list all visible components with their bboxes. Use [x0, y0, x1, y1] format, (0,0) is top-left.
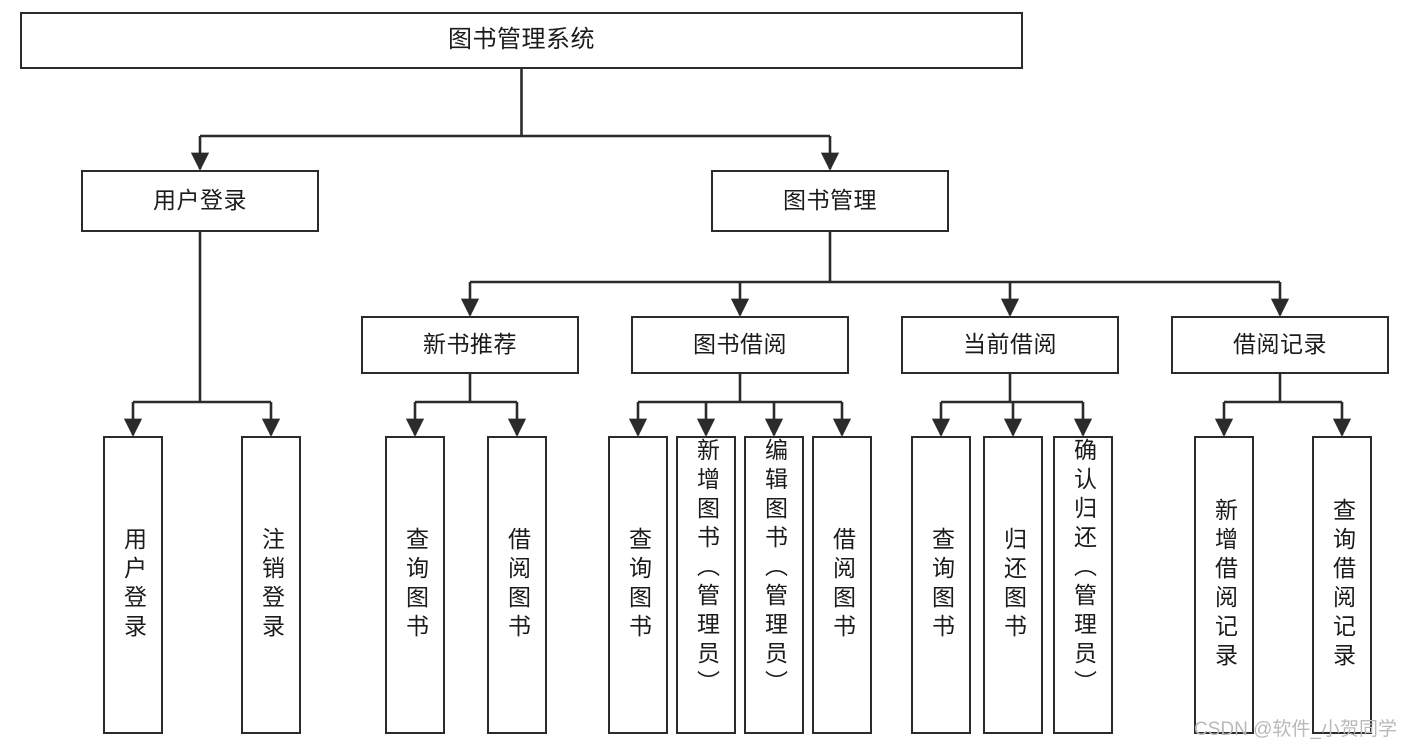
node-label-leaf-query-book-rec: 查询图书 — [402, 527, 429, 643]
node-label-new-book-recommend: 新书推荐 — [423, 331, 517, 358]
node-label-leaf-confirm-return-admin: 确认归还（管理员） — [1070, 438, 1097, 699]
node-leaf-edit-book-admin[interactable]: 编辑图书（管理员） — [744, 436, 804, 734]
node-leaf-return-book[interactable]: 归还图书 — [983, 436, 1043, 734]
node-leaf-query-book-rec[interactable]: 查询图书 — [385, 436, 445, 734]
node-label-leaf-borrow-book-rec: 借阅图书 — [504, 527, 531, 643]
node-leaf-confirm-return-admin[interactable]: 确认归还（管理员） — [1053, 436, 1113, 734]
node-leaf-query-book-current[interactable]: 查询图书 — [911, 436, 971, 734]
node-leaf-query-borrow-record[interactable]: 查询借阅记录 — [1312, 436, 1372, 734]
node-label-leaf-edit-book-admin: 编辑图书（管理员） — [761, 438, 788, 699]
node-label-leaf-query-borrow-record: 查询借阅记录 — [1329, 498, 1356, 672]
node-leaf-user-login[interactable]: 用户登录 — [103, 436, 163, 734]
node-label-root: 图书管理系统 — [448, 26, 595, 54]
node-borrow-records[interactable]: 借阅记录 — [1171, 316, 1389, 374]
node-book-management[interactable]: 图书管理 — [711, 170, 949, 232]
node-user-login[interactable]: 用户登录 — [81, 170, 319, 232]
node-label-leaf-query-book-borrow: 查询图书 — [625, 527, 652, 643]
node-label-leaf-user-logout: 注销登录 — [258, 527, 285, 643]
node-label-leaf-borrow-book: 借阅图书 — [829, 527, 856, 643]
node-label-leaf-add-book-admin: 新增图书（管理员） — [693, 438, 720, 699]
node-label-leaf-add-borrow-record: 新增借阅记录 — [1211, 498, 1238, 672]
node-label-current-borrow: 当前借阅 — [963, 331, 1057, 358]
node-root[interactable]: 图书管理系统 — [20, 12, 1023, 69]
node-label-book-borrow: 图书借阅 — [693, 331, 787, 358]
node-book-borrow[interactable]: 图书借阅 — [631, 316, 849, 374]
node-leaf-borrow-book[interactable]: 借阅图书 — [812, 436, 872, 734]
node-leaf-borrow-book-rec[interactable]: 借阅图书 — [487, 436, 547, 734]
node-new-book-recommend[interactable]: 新书推荐 — [361, 316, 579, 374]
node-label-book-management: 图书管理 — [783, 187, 877, 214]
node-leaf-query-book-borrow[interactable]: 查询图书 — [608, 436, 668, 734]
node-label-leaf-return-book: 归还图书 — [1000, 527, 1027, 643]
node-current-borrow[interactable]: 当前借阅 — [901, 316, 1119, 374]
node-label-borrow-records: 借阅记录 — [1233, 331, 1327, 358]
node-label-leaf-query-book-current: 查询图书 — [928, 527, 955, 643]
node-label-leaf-user-login: 用户登录 — [120, 527, 147, 643]
node-label-user-login: 用户登录 — [153, 187, 247, 214]
node-leaf-add-borrow-record[interactable]: 新增借阅记录 — [1194, 436, 1254, 734]
csdn-watermark: CSDN @软件_小贺同学 — [1194, 719, 1397, 740]
node-leaf-user-logout[interactable]: 注销登录 — [241, 436, 301, 734]
node-leaf-add-book-admin[interactable]: 新增图书（管理员） — [676, 436, 736, 734]
